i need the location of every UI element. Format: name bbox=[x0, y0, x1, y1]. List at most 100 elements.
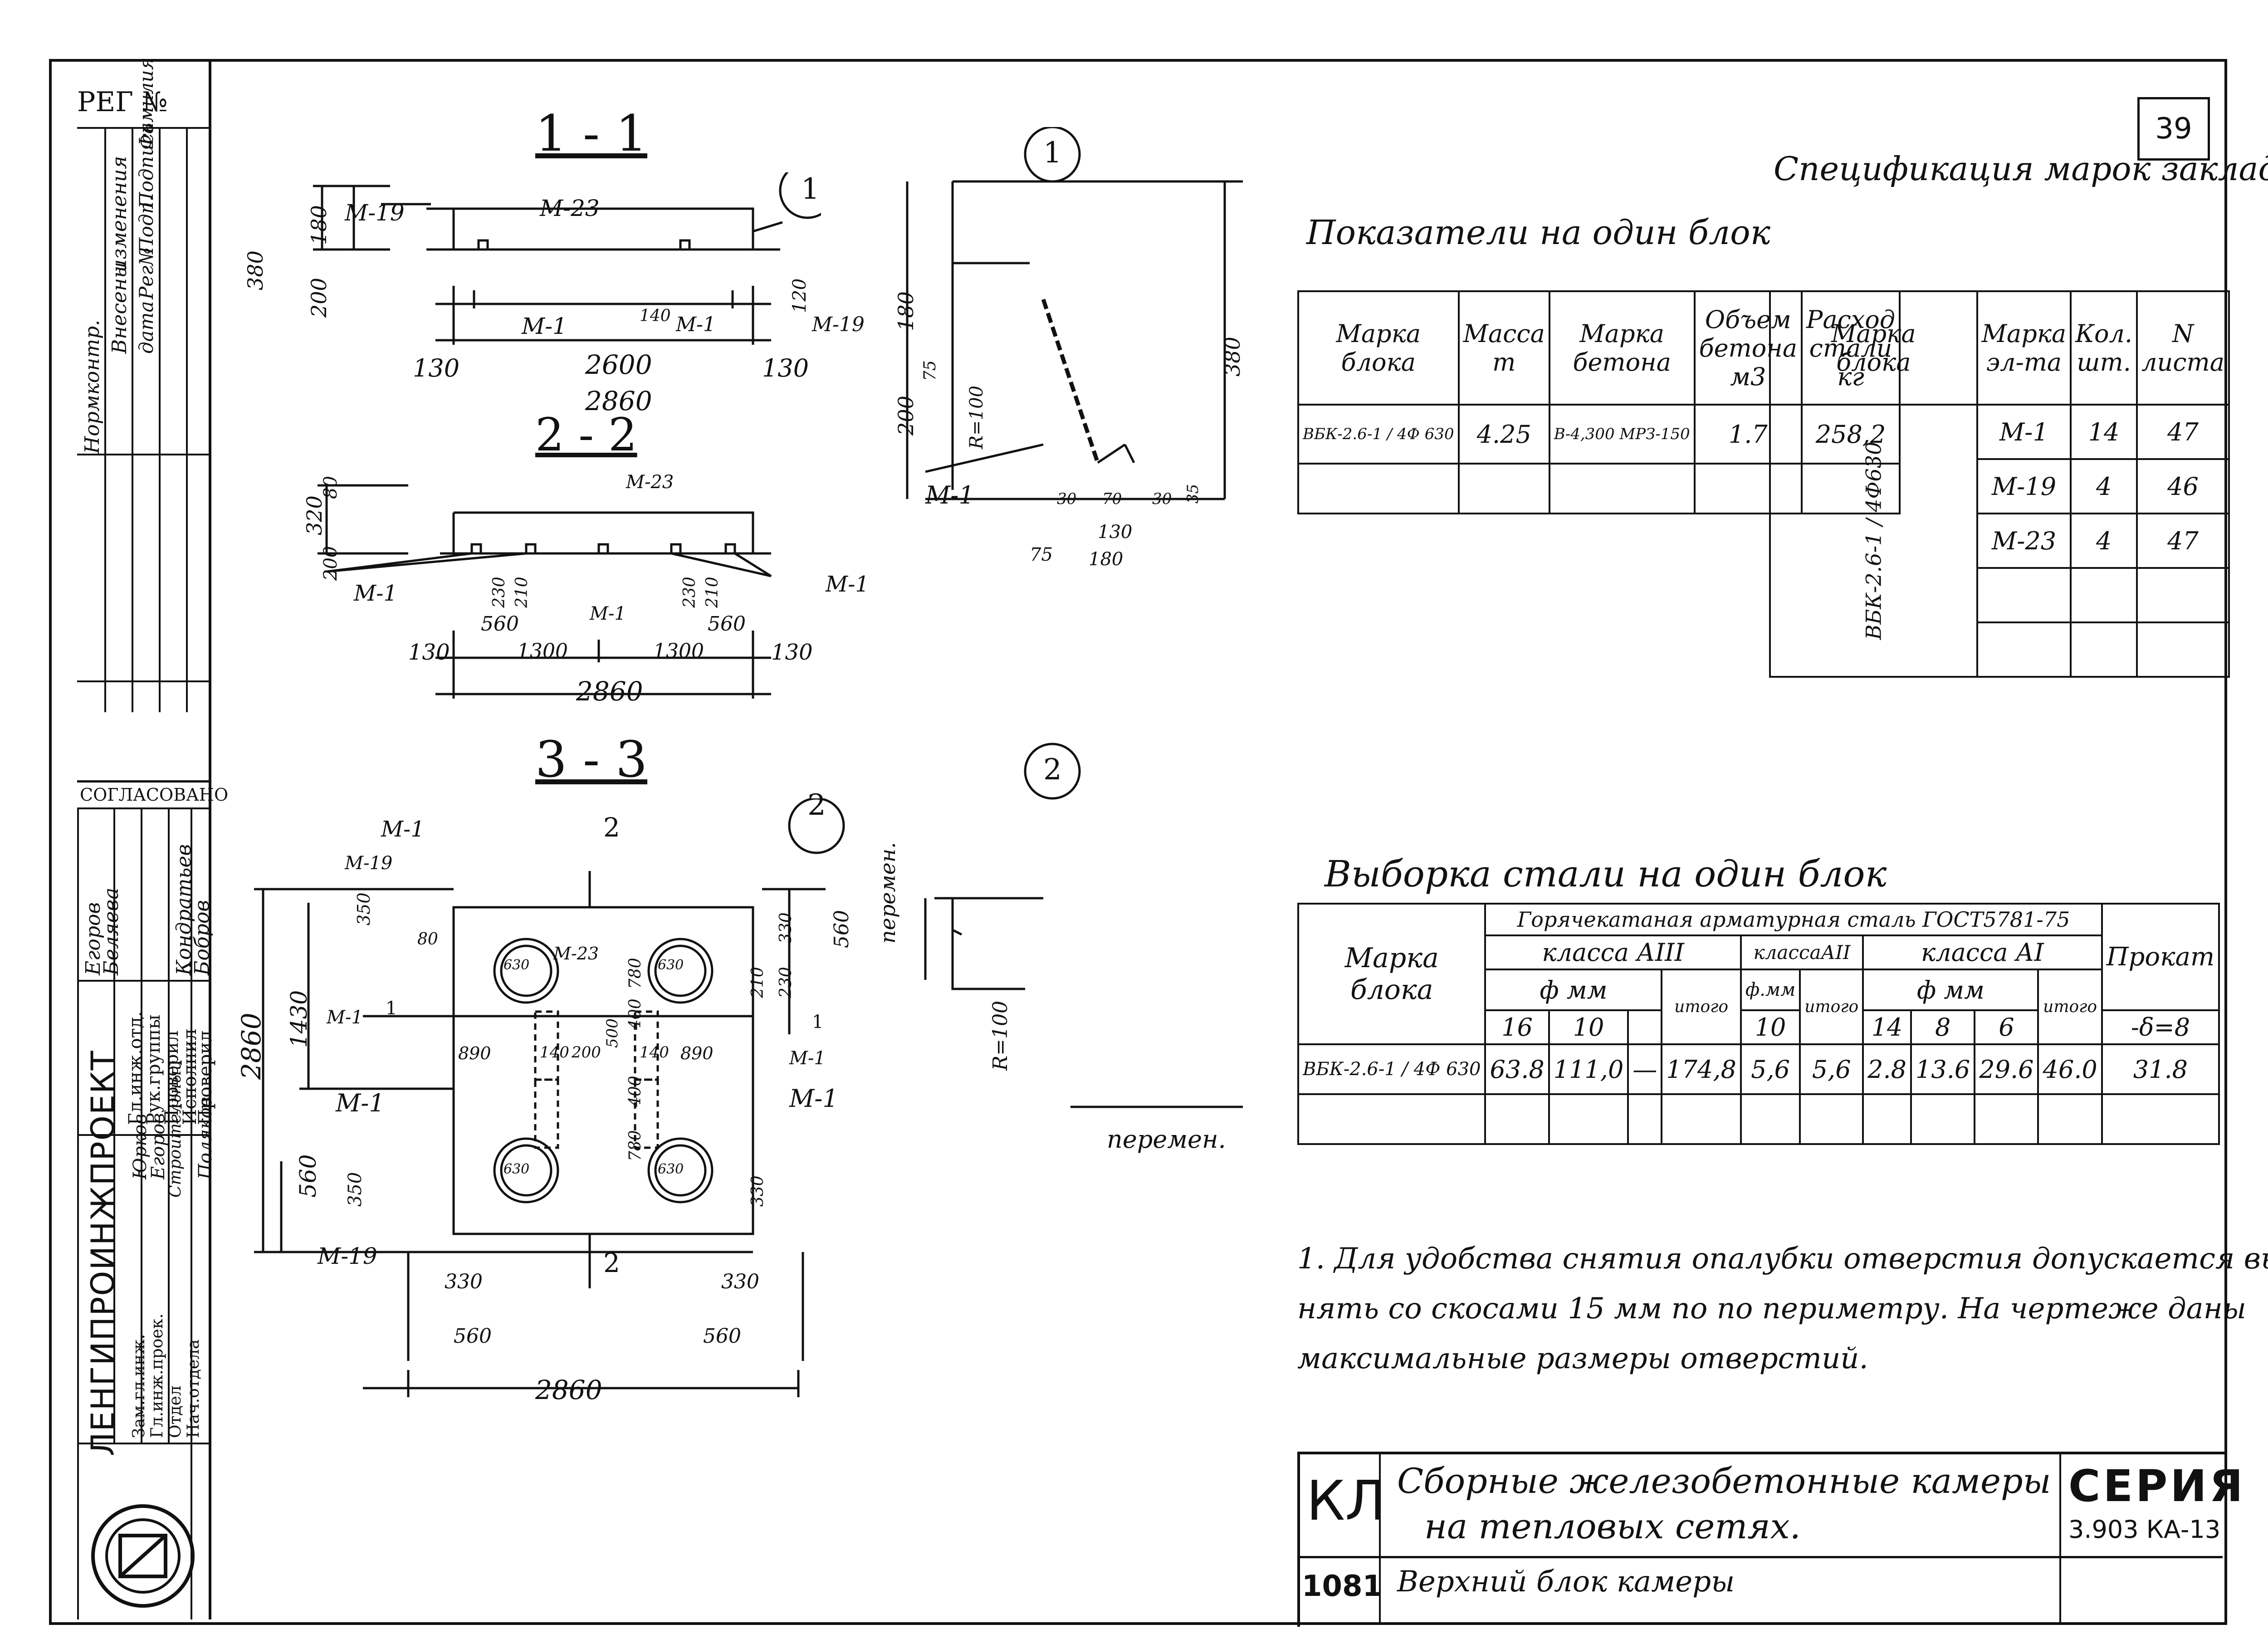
ind-h-mark-1: Марка bbox=[1336, 319, 1421, 348]
dim-1300-a: 1300 bbox=[517, 640, 568, 663]
detail-1-drawing bbox=[906, 127, 1243, 500]
dim-780-b: 780 bbox=[626, 1130, 645, 1161]
series-label: СЕРИЯ bbox=[2068, 1461, 2246, 1512]
d1-label-m1: М-1 bbox=[925, 481, 974, 509]
steel-d-10-a2: 10 bbox=[1740, 1009, 1801, 1045]
dim-80-3: 80 bbox=[417, 930, 438, 949]
steel-v-5: 5,6 bbox=[1799, 1043, 1864, 1095]
staff-name-3: Поляков bbox=[195, 1096, 216, 1179]
staff-role-2: Отдел bbox=[166, 1385, 185, 1438]
d1-dim-75-b: 75 bbox=[1030, 544, 1053, 565]
spec-r1-el: М-19 bbox=[1976, 458, 2072, 514]
spec-r2-qty: 4 bbox=[2070, 513, 2138, 569]
label-m23-3: М-23 bbox=[553, 944, 599, 964]
steel-h-mark-2: блока bbox=[1350, 974, 1433, 1006]
staff-role-0: Зам.гл.инж. bbox=[130, 1334, 148, 1438]
dim-2860: 2860 bbox=[585, 386, 652, 416]
title-line-3: Верхний блок камеры bbox=[1397, 1565, 1735, 1599]
steel-d-16: 16 bbox=[1484, 1009, 1550, 1045]
dim-400-b: 400 bbox=[626, 1076, 645, 1107]
note-line-1: 1. Для удобства снятия опалубки отверсти… bbox=[1297, 1242, 2268, 1276]
spec-h-block-2: блока bbox=[1836, 348, 1911, 377]
steel-dia-a3: ф мм bbox=[1484, 969, 1663, 1011]
spec-r1-sheet: 46 bbox=[2136, 458, 2230, 514]
dim-890-a: 890 bbox=[458, 1043, 491, 1063]
steel-title: Выборка стали на один блок bbox=[1325, 853, 1887, 895]
dim-130-l: 130 bbox=[413, 354, 460, 382]
title-line-2: на тепловых сетях. bbox=[1424, 1506, 1801, 1546]
steel-v-6: 2.8 bbox=[1862, 1043, 1912, 1095]
stamp-divider bbox=[209, 59, 211, 1619]
dim-330-b: 330 bbox=[721, 1270, 759, 1293]
dim-2860-3v: 2860 bbox=[236, 1013, 267, 1080]
d1-dim-180: 180 bbox=[894, 291, 918, 331]
section-2-2-drawing bbox=[318, 484, 772, 699]
spec-r0-qty: 14 bbox=[2070, 404, 2138, 460]
note-line-2: нять со скосами 15 мм по по периметру. Н… bbox=[1297, 1292, 2246, 1326]
dim-210-a: 210 bbox=[513, 577, 531, 608]
steel-class-a1: класса АI bbox=[1862, 934, 2103, 970]
section-1-1-drawing bbox=[313, 172, 821, 345]
callout-2-detail: 2 bbox=[1043, 753, 1062, 787]
label-m1: М-1 bbox=[522, 313, 567, 339]
change-col-3: дата bbox=[135, 301, 157, 354]
dim-230-a: 230 bbox=[490, 577, 508, 608]
steel-v-2: — bbox=[1627, 1043, 1663, 1095]
dim-200: 200 bbox=[307, 278, 331, 318]
steel-v-8: 29.6 bbox=[1974, 1043, 2039, 1095]
dim-560-3c: 560 bbox=[830, 910, 853, 948]
ind-cell-mass: 4.25 bbox=[1457, 404, 1550, 465]
outer-frame bbox=[49, 59, 2227, 1625]
dim-330-a: 330 bbox=[445, 1270, 483, 1293]
d1-dim-200: 200 bbox=[894, 396, 918, 435]
ind-h-concrete-2: бетона bbox=[1573, 348, 1671, 377]
steel-total-a2: итого bbox=[1799, 969, 1864, 1045]
spec-r2-el: М-23 bbox=[1976, 513, 2072, 569]
label-m1-3d: М-1 bbox=[789, 1084, 838, 1113]
dim-560-a: 560 bbox=[481, 612, 519, 636]
steel-v-0: 63.8 bbox=[1484, 1043, 1550, 1095]
d2-radius: R=100 bbox=[989, 1001, 1012, 1071]
hole-dia-4: 630 bbox=[658, 1161, 684, 1177]
ind-h-mass-2: т bbox=[1492, 348, 1516, 377]
label-m1-c: М-1 bbox=[590, 603, 626, 624]
code-1081: 1081 bbox=[1302, 1570, 1383, 1603]
spec-title: Спецификация марок закладных элементов н… bbox=[1774, 150, 2268, 188]
steel-rolled-header: Прокат bbox=[2101, 903, 2220, 1011]
cut-mark-2-top: 2 bbox=[603, 812, 620, 843]
steel-d-10: 10 bbox=[1548, 1009, 1629, 1045]
spec-r0-sheet: 47 bbox=[2136, 404, 2230, 460]
hole-dia-2: 630 bbox=[658, 957, 684, 973]
code-kl: КЛ bbox=[1306, 1470, 1386, 1533]
dim-560-3b: 560 bbox=[703, 1325, 741, 1348]
hole-dia-3: 630 bbox=[503, 1161, 530, 1177]
section-3-3-title: 3 - 3 bbox=[535, 730, 648, 788]
dim-140-a: 140 bbox=[540, 1043, 569, 1062]
dim-380: 380 bbox=[243, 250, 268, 290]
steel-d-6: 6 bbox=[1974, 1009, 2039, 1045]
steel-v-1: 111,0 bbox=[1548, 1043, 1629, 1095]
change-col-2: изменения bbox=[108, 156, 131, 272]
section-3-3-drawing bbox=[254, 798, 845, 1397]
steel-total-a1: итого bbox=[2037, 969, 2103, 1045]
d1-dim-75: 75 bbox=[921, 360, 939, 381]
dim-500: 500 bbox=[603, 1018, 621, 1048]
indicators-title: Показатели на один блок bbox=[1306, 213, 1770, 252]
d1-dim-180-b: 180 bbox=[1089, 549, 1124, 570]
label-m1-r: М-1 bbox=[826, 572, 869, 597]
spec-h-el-1: Марка bbox=[1981, 319, 2067, 348]
steel-v-3: 174,8 bbox=[1661, 1043, 1742, 1095]
cut-mark-1-right: 1 bbox=[812, 1012, 824, 1032]
cut-mark-2-bottom: 2 bbox=[603, 1248, 620, 1278]
spec-h-qty-1: Кол. bbox=[2075, 319, 2133, 348]
series-number: 3.903 КА-13 bbox=[2068, 1515, 2221, 1544]
spec-block-label: ВБК-2.6-1 / 4Ф630 bbox=[1861, 441, 1886, 640]
d1-dim-70: 70 bbox=[1102, 490, 1122, 508]
name-1: Беляева bbox=[100, 887, 123, 975]
dim-890-b: 890 bbox=[680, 1043, 714, 1063]
note-line-3: максимальные размеры отверстий. bbox=[1297, 1342, 1868, 1375]
d1-dim-380: 380 bbox=[1220, 337, 1245, 377]
label-m19-b: М-19 bbox=[812, 313, 865, 336]
dim-560-3a: 560 bbox=[454, 1325, 492, 1348]
